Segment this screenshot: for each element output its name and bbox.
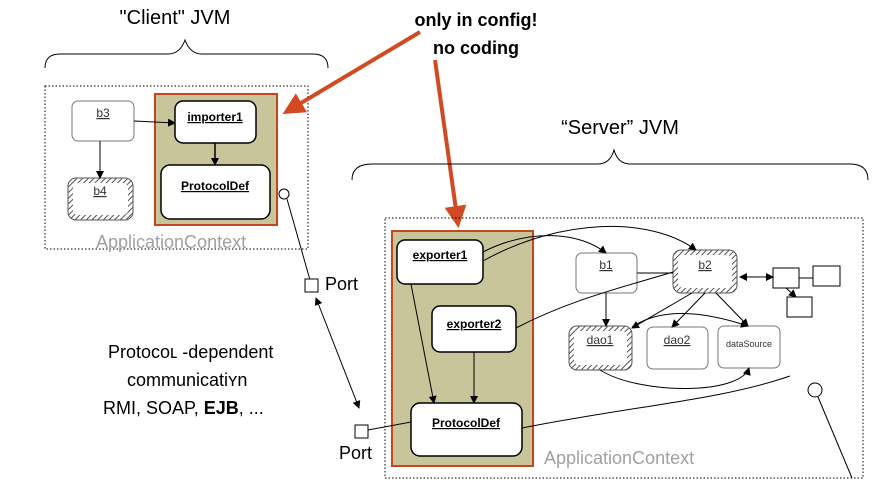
- client-context-label: ApplicationContext: [96, 232, 246, 252]
- bean-exporter1[interactable]: exporter1: [396, 239, 484, 285]
- client-application-context: [44, 85, 309, 250]
- server-jvm-brace: [351, 148, 869, 181]
- b3-to-importer-arrow: [133, 118, 176, 127]
- bean-exporter1-label: exporter1: [413, 248, 468, 262]
- protocol-text-line3-suffix: , ...: [239, 398, 264, 418]
- protocol-communication-arrow: [314, 297, 361, 409]
- bean-dao1[interactable]: dao1: [568, 325, 633, 371]
- server-port-square: [354, 424, 369, 439]
- bean-dao2-label: dao2: [664, 333, 691, 347]
- callout-line1: only in config!: [415, 10, 538, 30]
- bean-exporter2[interactable]: exporter2: [431, 305, 517, 353]
- callout-line2: no coding: [433, 38, 519, 58]
- server-protocoldef-label: ProtocolDef: [432, 416, 501, 430]
- client-bean-protocoldef[interactable]: ProtocolDef: [160, 164, 271, 220]
- bean-importer1-label: importer1: [187, 110, 243, 124]
- bean-dao2[interactable]: dao2: [646, 326, 709, 370]
- protocol-text-line3-prefix: RMI, SOAP,: [103, 398, 204, 418]
- bean-b1[interactable]: b1: [575, 252, 638, 294]
- client-jvm-brace: [44, 38, 329, 69]
- bean-exporter2-label: exporter2: [447, 317, 502, 331]
- server-port-label: Port: [339, 443, 372, 463]
- client-jvm-label: "Client" JVM: [120, 7, 231, 29]
- bean-datasource[interactable]: dataSource: [717, 325, 781, 369]
- protocol-text-line3: RMI, SOAP, EJB, ...: [103, 398, 264, 418]
- server-bean-protocoldef[interactable]: ProtocolDef: [410, 402, 523, 457]
- bean-datasource-label: dataSource: [726, 339, 772, 349]
- server-bean-connectors: [482, 225, 813, 429]
- bean-b3-label: b3: [96, 106, 110, 120]
- server-port-link: [367, 421, 412, 431]
- protocol-text-line1: Protocoʟ -dependent: [108, 342, 273, 362]
- bean-b4[interactable]: b4: [67, 177, 134, 221]
- exporter1-to-protocol-arrow: [410, 283, 437, 404]
- bean-b3[interactable]: b3: [71, 100, 135, 142]
- server-endpoint-line: [817, 396, 853, 479]
- protocol-text-ejb: EJB: [204, 398, 239, 418]
- server-context-label: ApplicationContext: [544, 448, 694, 468]
- client-port-label: Port: [325, 274, 358, 294]
- external-box-1: [772, 267, 800, 289]
- callout-arrow-client: [282, 30, 422, 115]
- bean-b2[interactable]: b2: [672, 249, 738, 294]
- client-port-square: [304, 278, 319, 293]
- callout-arrow-server: [433, 59, 467, 228]
- client-endpoint-circle: [278, 188, 290, 200]
- bean-b1-label: b1: [599, 258, 613, 272]
- bean-importer1[interactable]: importer1: [174, 100, 257, 144]
- external-box-3: [786, 296, 813, 318]
- external-box-2: [812, 265, 841, 287]
- bean-b2-label: b2: [698, 258, 712, 272]
- client-protocoldef-label: ProtocolDef: [181, 179, 250, 193]
- bean-b4-label: b4: [93, 184, 107, 198]
- bean-dao1-label: dao1: [587, 333, 614, 347]
- protocol-text-line2: communicatiʏn: [127, 370, 247, 390]
- client-endpoint-line: [286, 198, 311, 281]
- server-application-context: [384, 217, 864, 479]
- server-jvm-label: “Server” JVM: [561, 117, 679, 139]
- server-endpoint-circle: [807, 382, 823, 398]
